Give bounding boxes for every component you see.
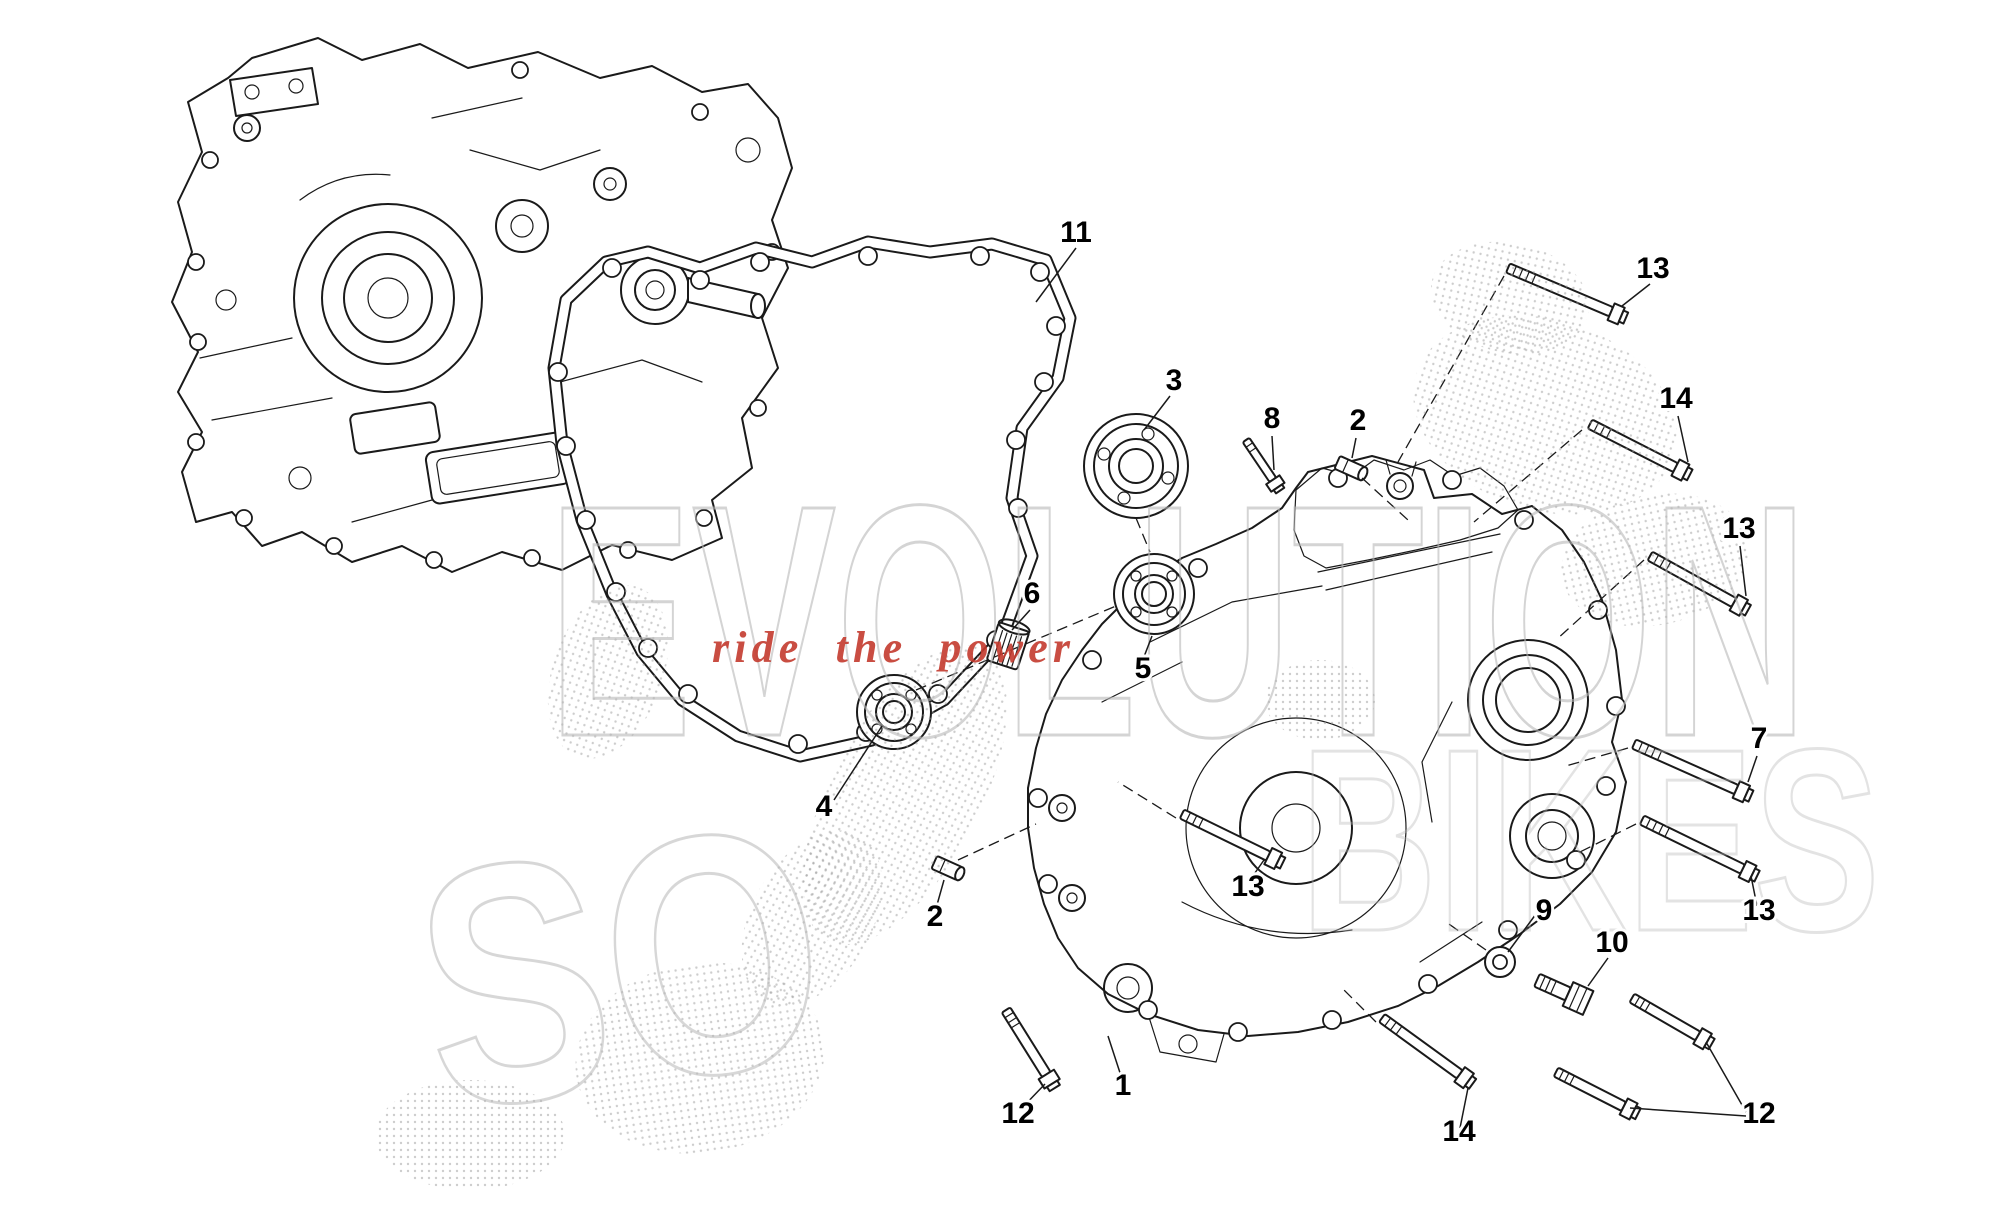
watermark-stamp: SO [397,752,846,1184]
callout-10: 10 [1595,926,1628,959]
callout-4: 4 [816,790,833,823]
plug-bolt-10 [1533,973,1595,1016]
callout-2-top: 2 [1350,404,1367,437]
bolt-12-right-a [1626,989,1718,1053]
bolt-12-bottom-left [997,1004,1064,1094]
callout-7: 7 [1751,722,1768,755]
callout-12-right: 12 [1742,1097,1775,1130]
watermark-layer: EVOLUTION BIKES ride the power SO [375,241,1882,1190]
left-crankcase-half [171,37,793,573]
ball-bearing-3 [1083,413,1189,519]
callout-2-bottom: 2 [927,900,944,933]
callout-1: 1 [1115,1069,1132,1102]
callout-13-mid: 13 [1722,512,1755,545]
callout-5: 5 [1135,652,1152,685]
callout-3: 3 [1166,364,1183,397]
roller-bushing-6 [986,618,1031,671]
callout-11: 11 [1060,216,1092,249]
bolt-14-bottom [1375,1009,1479,1093]
watermark-tagline: ride the power [712,623,1078,672]
callout-leader-lines [833,247,1758,1129]
callout-14-upper: 14 [1659,382,1693,415]
callout-8: 8 [1264,402,1281,435]
callout-14-bottom: 14 [1442,1115,1476,1148]
watermark-brand-top: EVOLUTION [548,436,1808,805]
callout-6: 6 [1024,577,1041,610]
callout-9: 9 [1536,894,1553,927]
watermark-brand-bottom: BIKES [1300,696,1880,986]
bolt-12-right-b [1550,1062,1644,1123]
callout-12-left: 12 [1001,1097,1034,1130]
callout-labels: 11 3 8 2 13 14 13 6 5 7 4 13 13 2 9 10 1… [813,213,1779,1151]
callout-13-bottom-right: 13 [1742,894,1775,927]
ball-bearing-5 [1113,553,1195,635]
callout-13-bottom-center: 13 [1231,870,1264,903]
callout-13-top: 13 [1636,252,1669,285]
washer-9 [1484,946,1516,978]
